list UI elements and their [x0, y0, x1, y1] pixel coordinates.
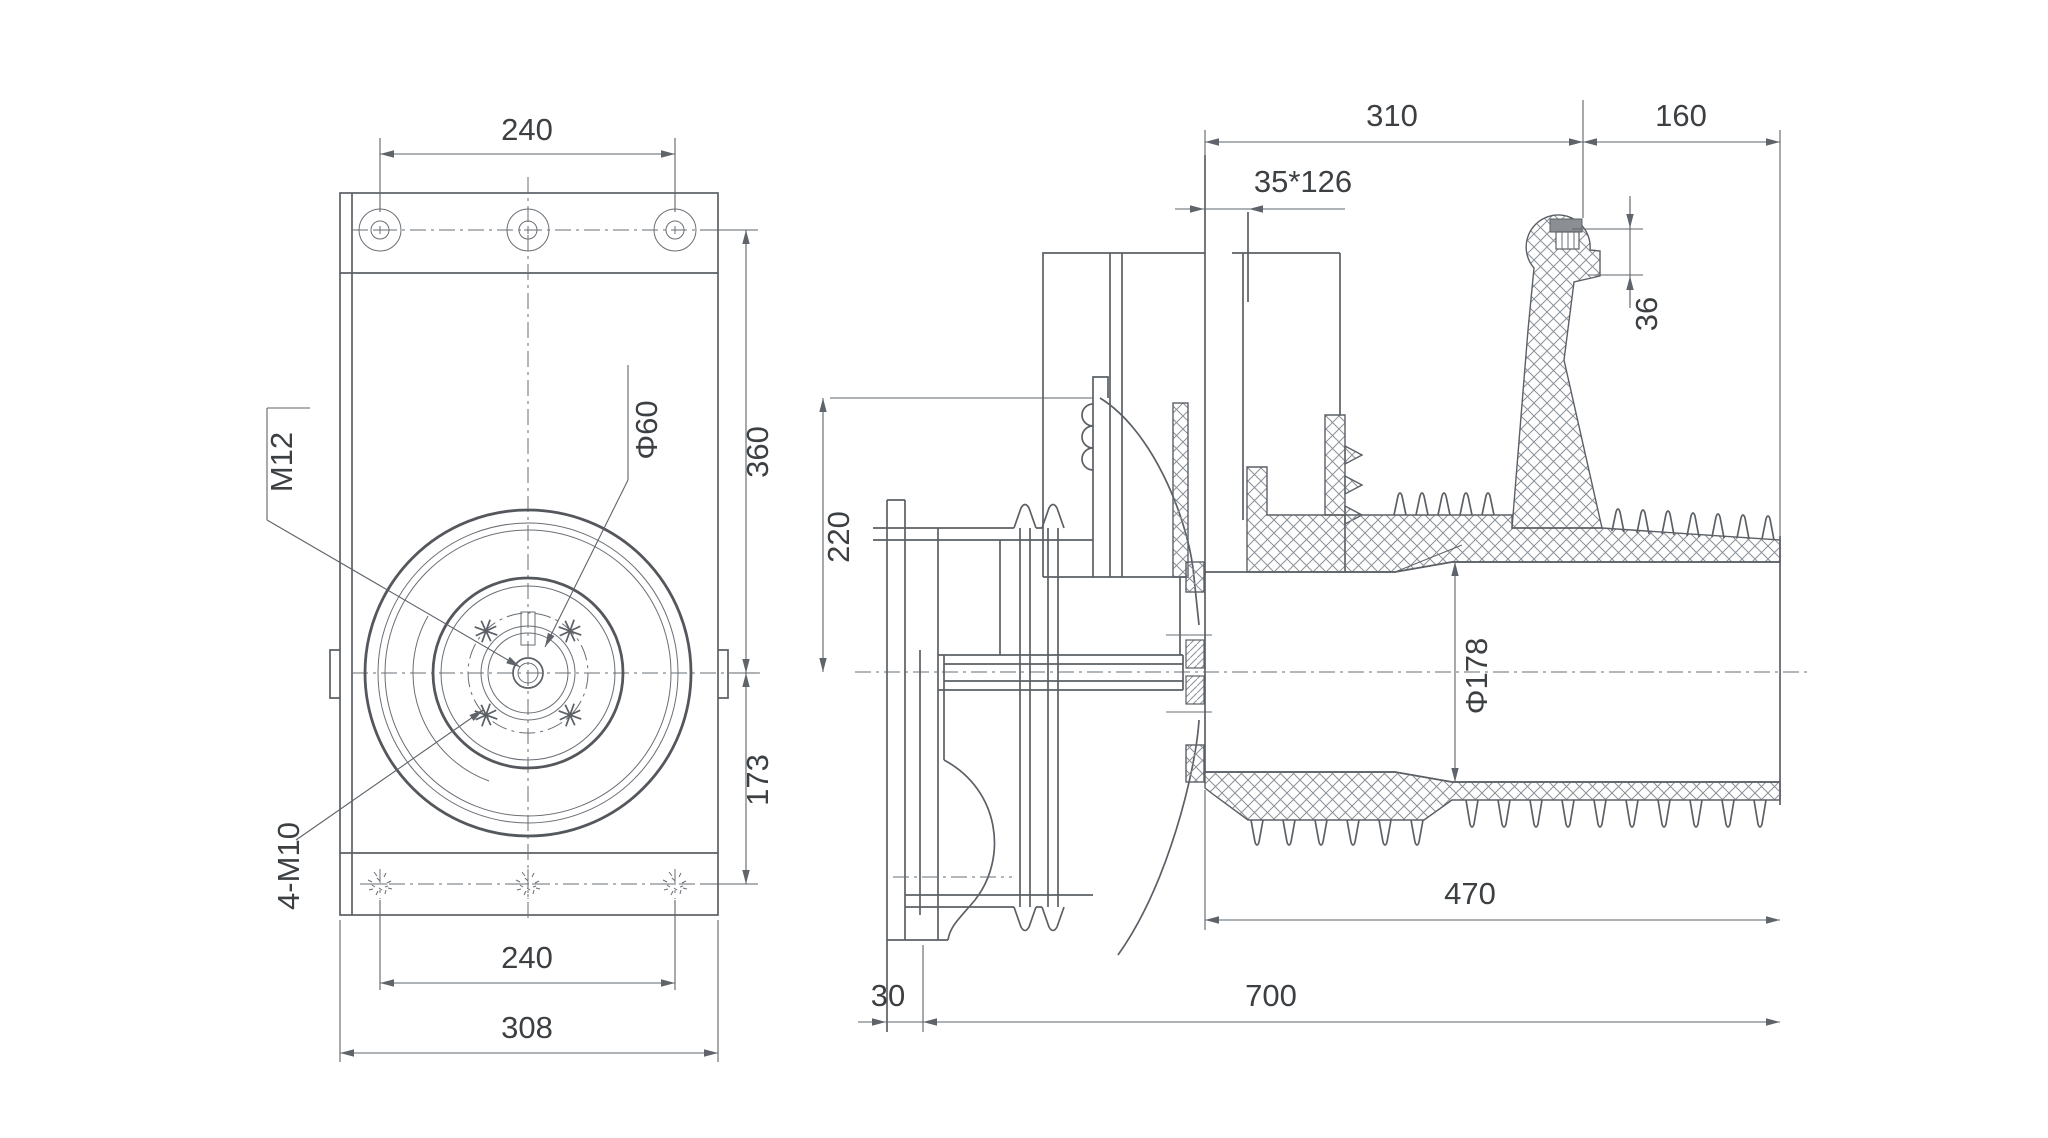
epoxy-lower [1204, 771, 1781, 846]
dim-310: 310 [1366, 98, 1418, 133]
dim-240-top: 240 [501, 112, 553, 147]
side-bracket [886, 499, 1184, 1032]
dim-220: 220 [821, 511, 856, 563]
keyway-slot [520, 611, 536, 646]
dim-360: 360 [740, 426, 775, 478]
dim-240-bottom: 240 [501, 940, 553, 975]
front-dimensions [339, 138, 758, 1062]
callout-m12: M12 [264, 432, 299, 492]
dim-173: 173 [740, 754, 775, 806]
mounting-plate-outline [329, 192, 729, 916]
dim-160: 160 [1655, 98, 1707, 133]
epoxy-upper [1246, 414, 1781, 573]
callout-leaders [266, 365, 629, 841]
side-dimensions [819, 100, 1781, 1032]
dim-phi178: Φ178 [1459, 638, 1494, 714]
contact-stack [1166, 402, 1212, 783]
front-view: 240 M12 Φ60 360 173 4-M10 240 308 [264, 112, 775, 1062]
dim-470: 470 [1444, 876, 1496, 911]
bellows-column [873, 503, 1093, 932]
pole-housing [999, 155, 1341, 655]
dim-35x126: 35*126 [1254, 164, 1352, 199]
dim-308: 308 [501, 1010, 553, 1045]
epoxy-trunk-cap [1511, 214, 1603, 529]
callout-4m10: 4-M10 [271, 822, 306, 910]
flange-circles [363, 508, 693, 838]
callout-phi60: Φ60 [629, 400, 664, 459]
dim-30: 30 [871, 978, 905, 1013]
bell-curve [1099, 397, 1200, 956]
dim-700: 700 [1245, 978, 1297, 1013]
dim-36: 36 [1629, 297, 1664, 331]
front-centerlines [352, 177, 760, 920]
side-view: 310 160 35*126 36 220 Φ178 470 700 30 [819, 98, 1812, 1032]
